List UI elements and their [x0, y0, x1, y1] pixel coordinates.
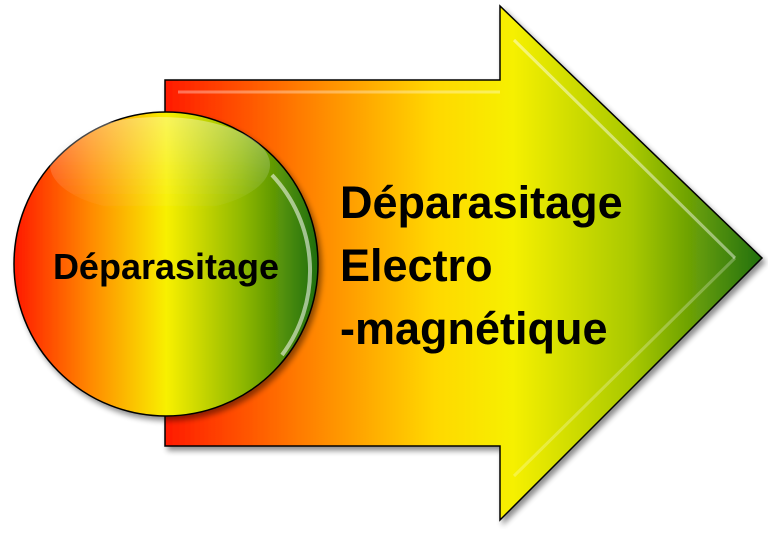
circle-shape: [13, 111, 319, 417]
arrow-shape: [164, 4, 764, 522]
arrow-line-2: Electro: [340, 240, 493, 291]
circle-label: Déparasitage: [53, 246, 279, 287]
arrow-line-3: -magnétique: [340, 303, 608, 354]
arrow-line-1: Déparasitage: [340, 177, 623, 228]
